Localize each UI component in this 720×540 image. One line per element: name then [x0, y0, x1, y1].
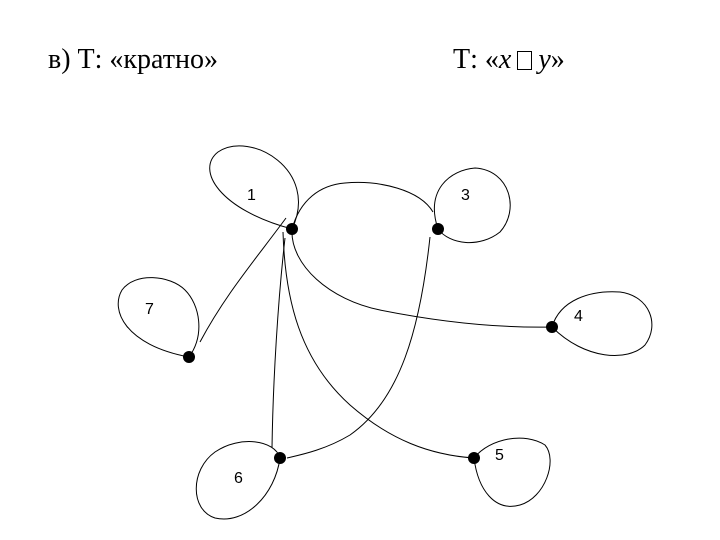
edge-1-4 [291, 228, 553, 328]
title-right-suffix: » [550, 44, 565, 75]
title-var-x: x [498, 44, 512, 75]
loop-node-4 [551, 291, 653, 356]
edge-1-3 [291, 182, 434, 230]
node-7-dot [183, 351, 195, 363]
loop-node-7 [117, 277, 200, 358]
node-4-dot [546, 321, 558, 333]
loop-node-5 [473, 437, 551, 507]
loop-node-3 [433, 167, 511, 244]
edge-1-5 [282, 231, 475, 459]
edge-1-6 [271, 237, 286, 449]
edge-3-6 [286, 236, 431, 459]
slide-title-left: в) Т: «кратно» [48, 44, 218, 75]
node-6-dot [274, 452, 286, 464]
node-1-dot [286, 223, 298, 235]
edge-1-7 [199, 217, 287, 343]
node-label-7: 7 [145, 301, 154, 318]
node-label-3: 3 [461, 187, 470, 204]
missing-symbol-box-icon [517, 51, 533, 70]
loop-node-1 [209, 145, 299, 230]
node-label-6: 6 [234, 470, 243, 487]
title-var-y: y [538, 44, 551, 75]
node-3-dot [432, 223, 444, 235]
title-right-prefix: Т: « [453, 44, 499, 75]
node-label-4: 4 [574, 308, 583, 325]
node-label-1: 1 [247, 187, 256, 204]
node-5-dot [468, 452, 480, 464]
node-label-5: 5 [495, 447, 504, 464]
loop-node-6 [195, 441, 281, 520]
